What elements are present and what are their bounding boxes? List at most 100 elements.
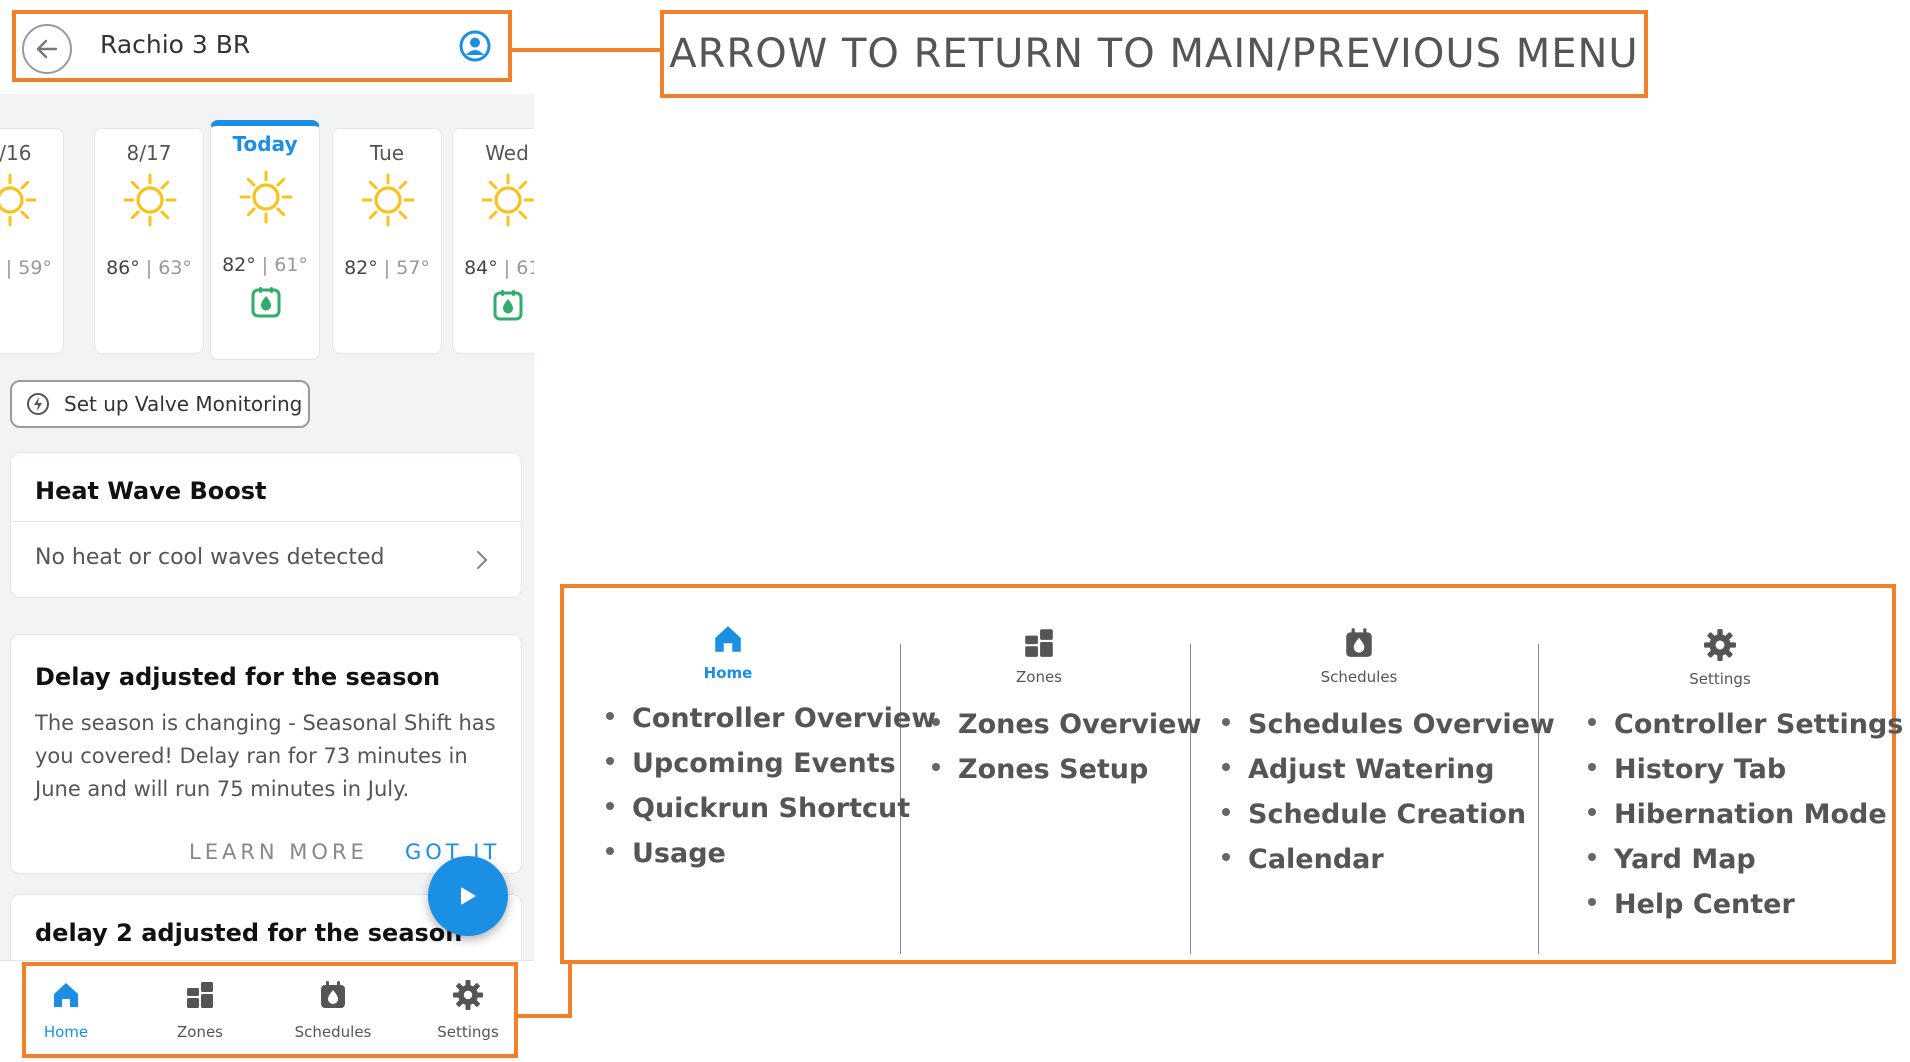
menu-column-label: Settings [1689,670,1751,688]
forecast-strip[interactable]: 8/16 84° | 59° 8/17 86° | 63° Today 82° | 61°… [0,100,534,370]
forecast-temps: 82° | 61° [222,254,308,276]
forecast-day-label: Tue [369,141,405,165]
forecast-temps: 82° | 57° [344,257,430,279]
menu-list-item: Schedules Overview [1222,702,1555,747]
temp-low: 59° [18,257,52,279]
callout-text: ARROW TO RETURN TO MAIN/PREVIOUS MENU [669,31,1639,77]
menu-column-label: Zones [1015,668,1062,686]
menu-column-header: Settings [1560,628,1880,688]
watering-icon [251,286,281,318]
delay-card-body: The season is changing - Seasonal Shift … [35,711,496,801]
forecast-day-label: Today [232,132,298,156]
menu-list-item: Zones Overview [932,702,1201,747]
lightning-icon [27,393,49,415]
menu-list-item: Usage [606,831,936,876]
forecast-day[interactable]: 8/16 84° | 59° [0,128,64,354]
sun-icon [361,173,415,227]
menu-list-item: Upcoming Events [606,741,936,786]
sun-icon [481,173,534,227]
sun-icon [239,170,293,224]
nav-tab-label: Home [43,1023,89,1041]
valve-monitoring-button[interactable]: Set up Valve Monitoring [10,380,310,428]
menu-column-label: Schedules [1320,668,1398,686]
menu-connector-vertical [568,962,572,1018]
sun-icon [123,173,177,227]
menu-list-item: Controller Settings [1588,702,1903,747]
zones-icon [184,979,216,1011]
forecast-day[interactable]: 8/17 86° | 63° [94,128,204,354]
learn-more-link[interactable]: LEARN MORE [189,840,368,864]
play-icon [461,887,476,905]
nav-tab-label: Schedules [294,1023,372,1041]
zones-icon [1022,626,1056,660]
forecast-temps: 84° | 59° [0,257,52,279]
column-divider [900,644,901,954]
arrow-left-icon [36,39,58,59]
menu-list-item: Controller Overview [606,696,936,741]
temp-high: 84° [464,257,498,279]
callout-connector [512,48,662,52]
menu-list-item: Yard Map [1588,837,1903,882]
divider [11,521,521,522]
forecast-day[interactable]: Tue 82° | 57° [332,128,442,354]
temp-high: 82° [344,257,378,279]
menu-list-item: Schedule Creation [1222,792,1555,837]
quickrun-play-button[interactable] [428,856,508,936]
forecast-temps: 84° | 61° [453,257,534,279]
home-icon [50,979,82,1011]
delay2-card-title: delay 2 adjusted for the season [35,919,463,947]
column-divider [1538,644,1539,954]
heat-wave-card[interactable]: Heat Wave Boost No heat or cool waves de… [10,452,522,598]
menu-list-item: Hibernation Mode [1588,792,1903,837]
menu-list-item: Zones Setup [932,747,1201,792]
bottom-nav: Home Zones Schedules Settings [0,960,534,1062]
callout-box: ARROW TO RETURN TO MAIN/PREVIOUS MENU [660,10,1648,98]
temp-high: 82° [222,254,256,276]
forecast-day[interactable]: Today 82° | 61° [210,120,320,360]
delay-card: Delay adjusted for the season The season… [10,634,522,874]
menu-list-item: Quickrun Shortcut [606,786,936,831]
menu-connector-horizontal [518,1014,572,1018]
nav-tab-zones[interactable]: Zones [140,961,260,1062]
sun-icon [0,173,37,227]
temp-low: 63° [158,257,192,279]
watering-icon [493,289,523,321]
forecast-day-label: 8/17 [126,141,172,165]
user-icon[interactable] [459,30,491,62]
forecast-temps: 86° | 63° [106,257,192,279]
chevron-right-icon[interactable] [475,549,489,571]
forecast-day-label: Wed [485,141,529,165]
menu-column-label: Home [703,664,753,682]
forecast-day[interactable]: Wed 84° | 61° [452,128,534,354]
menu-list-item: Calendar [1222,837,1555,882]
nav-tab-settings[interactable]: Settings [408,961,528,1062]
temp-low: 61° [516,257,534,279]
menu-list-item: Help Center [1588,882,1903,927]
menu-list-item: Adjust Watering [1222,747,1555,792]
header-highlight-box [12,10,512,82]
gear-icon [1703,628,1737,662]
temp-high: 86° [106,257,140,279]
nav-tab-schedules[interactable]: Schedules [273,961,393,1062]
column-divider [1190,644,1191,954]
forecast-day-label: 8/16 [0,141,32,165]
nav-tab-home[interactable]: Home [6,961,126,1062]
home-icon [711,622,745,656]
schedules-icon [1342,626,1376,660]
nav-tab-label: Settings [437,1023,499,1041]
menu-column-header: Zones [904,626,1174,686]
nav-highlight-box [22,962,518,1058]
schedules-icon [317,979,349,1011]
nav-tab-label: Zones [176,1023,223,1041]
back-button[interactable] [22,24,72,74]
menu-column-header: Home [578,622,878,682]
